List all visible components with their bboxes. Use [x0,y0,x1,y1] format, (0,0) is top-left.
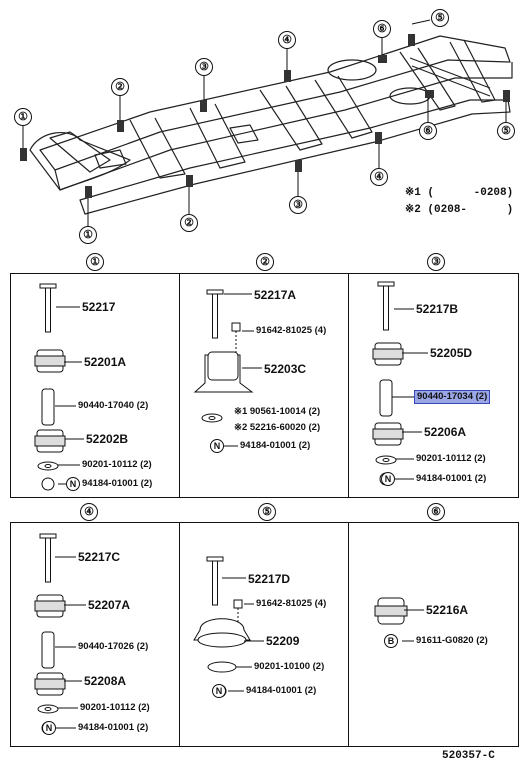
part-52217b: 52217B [416,302,459,316]
part-94184-01001: 94184-01001 (2) [240,440,311,451]
part-91642-81025: 91642-81025 (4) [256,598,327,609]
callout-1-front: ① [14,108,32,126]
divider [179,273,180,498]
nut-mark-n: N [66,477,80,491]
part-90201-10112: 90201-10112 (2) [82,459,152,470]
part-94184-01001: 94184-01001 (2) [416,473,487,484]
part-52201a: 52201A [84,355,127,369]
part-90201-10112: 90201-10112 (2) [416,453,486,464]
callout-2-upper: ② [111,78,129,96]
note-2: ※2 (0208- ) [405,204,514,216]
callout-4-upper: ④ [278,31,296,49]
part-52203c: 52203C [264,362,307,376]
panel-header-6: ⑥ [427,503,445,521]
nut-mark-n: N [212,684,226,698]
part-52207a: 52207A [88,598,131,612]
divider [179,522,180,747]
diagram-code: 520357-C [442,750,495,762]
part-52208a: 52208A [84,674,127,688]
nut-mark-n: N [381,472,395,486]
parts-panel-top [10,273,519,498]
part-94184-01001: 94184-01001 (2) [78,722,149,733]
part-94184-01001: 94184-01001 (2) [246,685,317,696]
panel-header-5: ⑤ [258,503,276,521]
frame-illustration [20,19,513,226]
nut-mark-n: N [42,721,56,735]
callout-5-upper: ⑤ [431,9,449,27]
callout-6-upper: ⑥ [373,20,391,38]
part-90440-17034-highlighted[interactable]: 90440-17034 (2) [414,390,491,404]
divider [348,522,349,747]
callout-6-lower: ⑥ [419,122,437,140]
part-52216a: 52216A [426,603,469,617]
part-90201-10100: 90201-10100 (2) [254,661,325,672]
part-91642-81025: 91642-81025 (4) [256,325,327,336]
parts-panel-bottom [10,522,519,747]
callout-2-lower: ② [180,214,198,232]
part-52202b: 52202B [86,432,129,446]
part-52205d: 52205D [430,346,473,360]
part-52216-60020: ※2 52216-60020 (2) [234,422,321,433]
divider [348,273,349,498]
part-94184-01001: 94184-01001 (2) [82,478,153,489]
panel-header-3: ③ [427,253,445,271]
part-91611-g0820: 91611-G0820 (2) [416,635,488,646]
panel-header-2: ② [256,253,274,271]
part-52217c: 52217C [78,550,121,564]
bolt-mark-b: B [384,634,398,648]
part-52217d: 52217D [248,572,291,586]
callout-3-lower: ③ [289,196,307,214]
part-90201-10112: 90201-10112 (2) [80,702,150,713]
part-90440-17040: 90440-17040 (2) [78,400,149,411]
panel-header-4: ④ [80,503,98,521]
callout-4-lower: ④ [370,168,388,186]
part-90561-10014: ※1 90561-10014 (2) [234,406,321,417]
callout-5-lower: ⑤ [497,122,515,140]
part-52217: 52217 [82,300,116,314]
callout-3-upper: ③ [195,58,213,76]
callout-1-lower: ① [79,226,97,244]
note-1: ※1 ( -0208) [405,187,514,199]
part-52206a: 52206A [424,425,467,439]
part-90440-17026: 90440-17026 (2) [78,641,149,652]
panel-header-1: ① [86,253,104,271]
part-52217a: 52217A [254,288,297,302]
nut-mark-n: N [210,439,224,453]
part-52209: 52209 [266,634,300,648]
